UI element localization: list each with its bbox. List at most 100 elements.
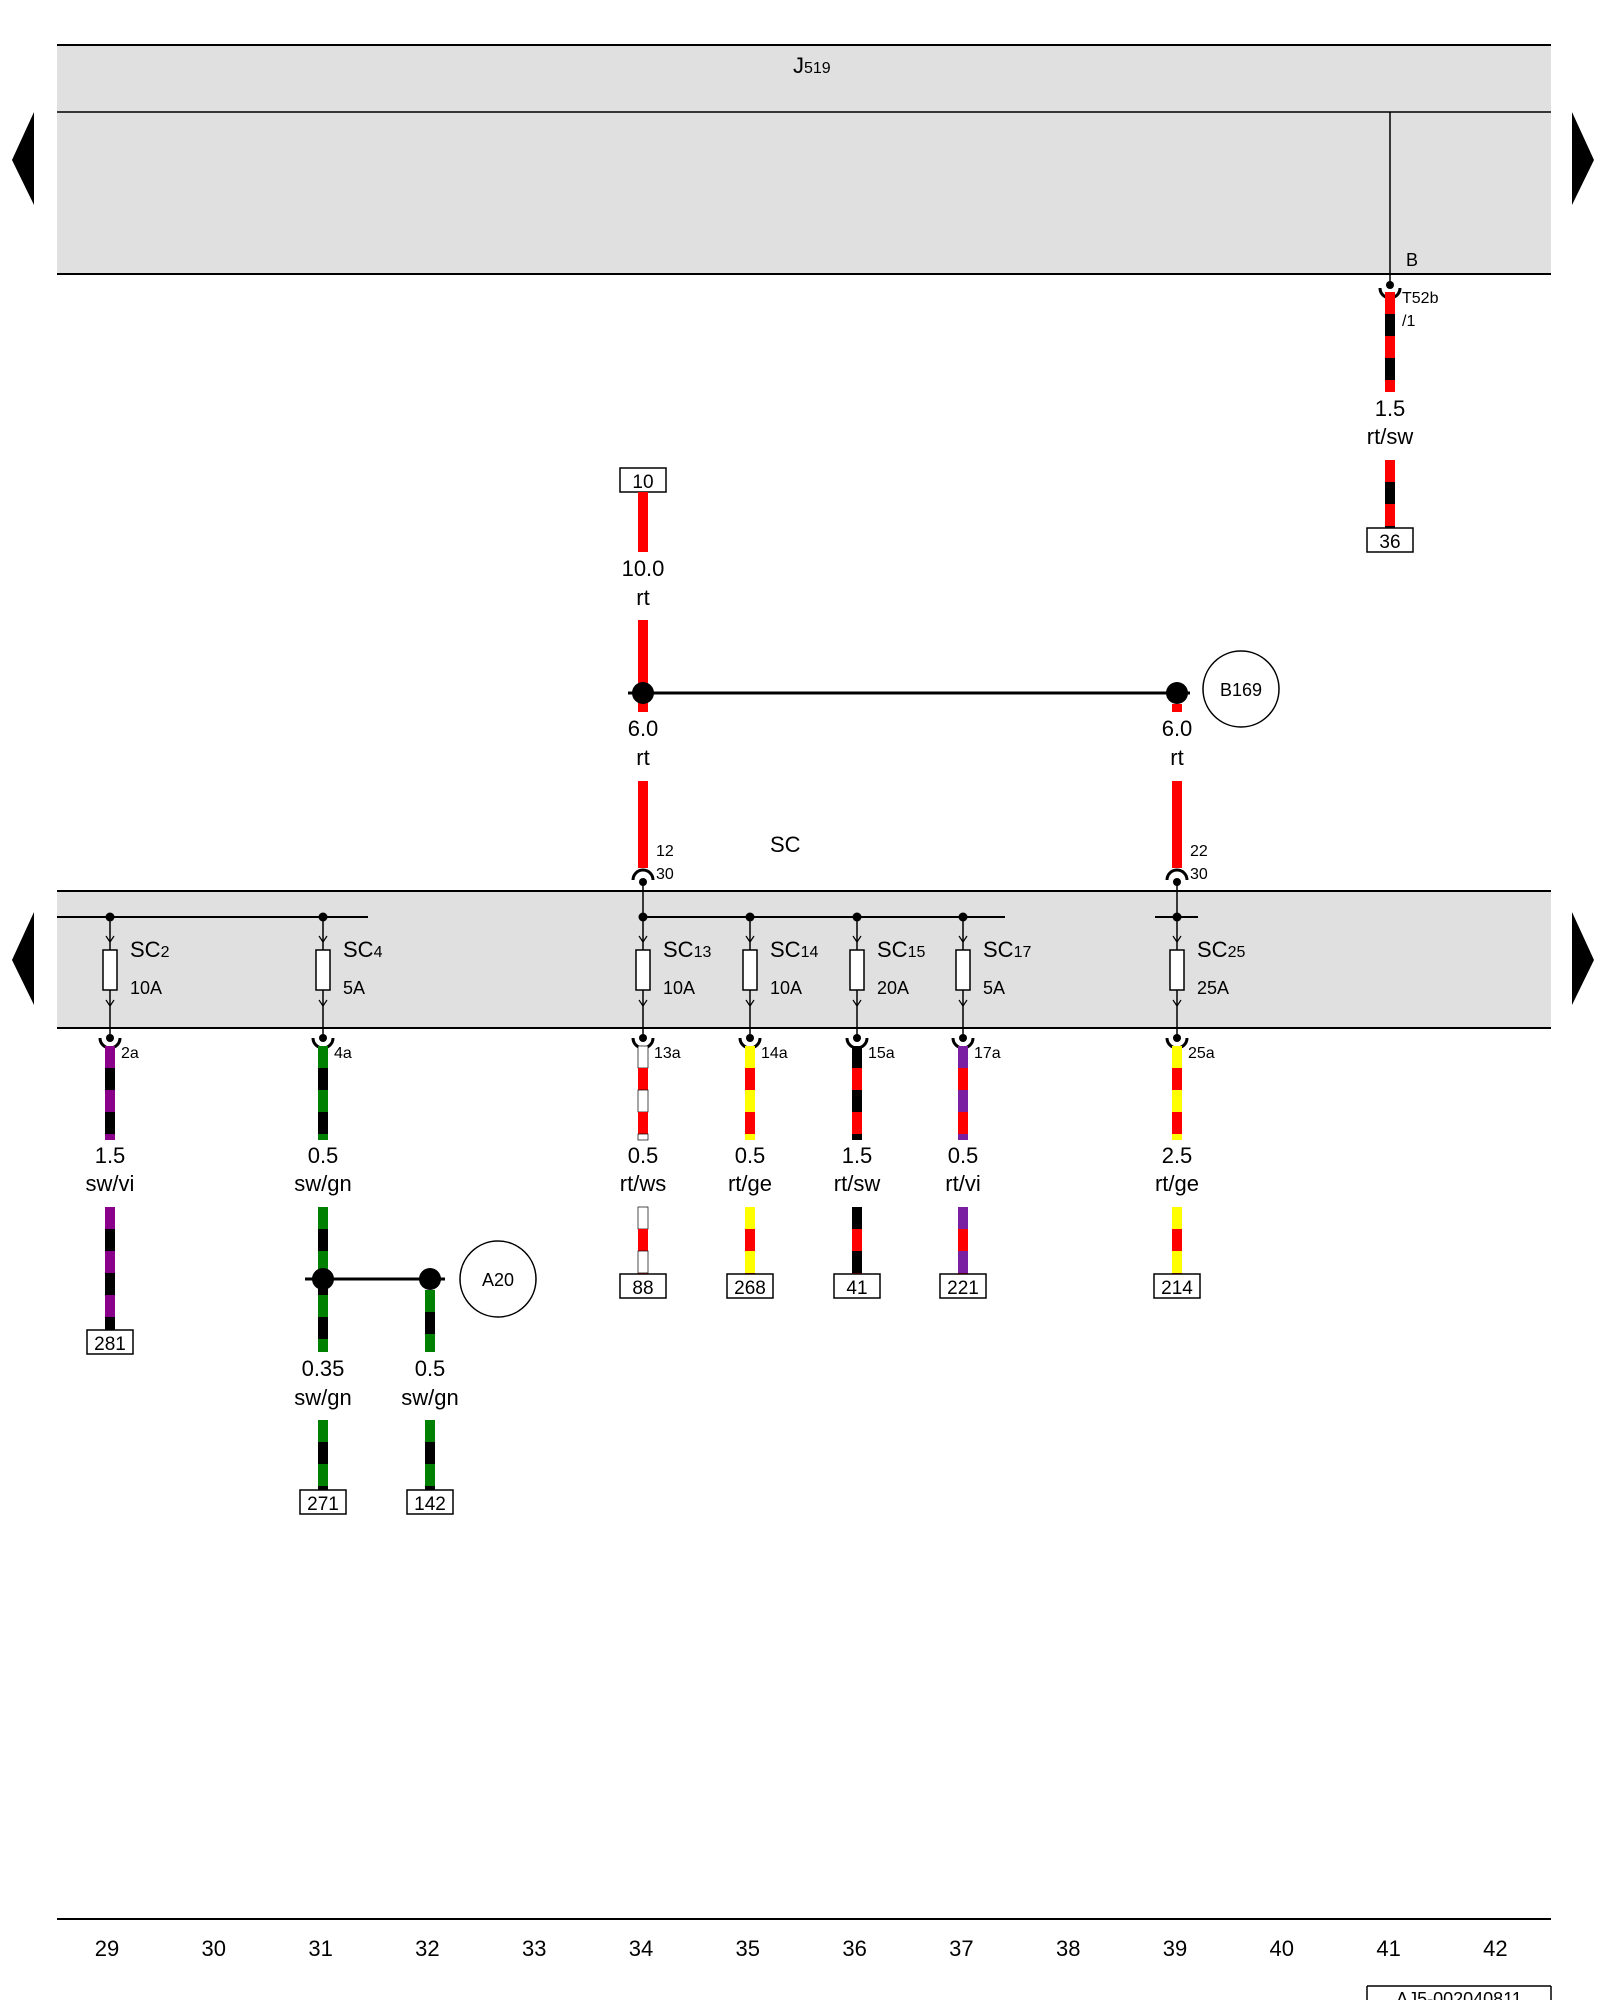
wire-size: 1.5 [1375, 396, 1406, 421]
ref-box[interactable] [406, 1489, 454, 1515]
splice-b169: B169 [628, 650, 1280, 728]
fuse-label: SC4 [343, 937, 383, 962]
wire-color: sw/gn [294, 1385, 351, 1410]
prev-page-arrow-top[interactable] [12, 112, 34, 205]
pin-label: 2a [121, 1045, 139, 1062]
ref-number: 214 [1161, 1278, 1193, 1299]
column-number: 41 [1376, 1936, 1400, 1961]
fuse-rating: 25A [1197, 978, 1229, 998]
wire-segment [958, 1207, 968, 1274]
column-number: 31 [308, 1936, 332, 1961]
fuse-label: SC17 [983, 937, 1031, 962]
wire-size: 1.5 [95, 1143, 126, 1168]
pin-label: 17a [974, 1045, 1001, 1062]
wire-color: rt [636, 585, 649, 610]
column-number: 37 [949, 1936, 973, 1961]
wire-size: 2.5 [1162, 1143, 1193, 1168]
wire-segment [852, 1046, 862, 1140]
wire-segment [1172, 1046, 1182, 1140]
wire-color: rt/ge [728, 1171, 772, 1196]
fuse-label: SC15 [877, 937, 925, 962]
fuse-label: SC14 [770, 937, 818, 962]
ref-box[interactable] [939, 1273, 987, 1299]
wire-color: rt [1170, 745, 1183, 770]
next-page-arrow-top[interactable] [1572, 112, 1594, 205]
feed-wire-left: 6.0 rt [628, 704, 659, 868]
fuse-rating: 20A [877, 978, 909, 998]
j519-output-wire: B T52b /1 1.5 rt/sw 36 [1366, 112, 1439, 553]
pin-label: 25a [1188, 1045, 1215, 1062]
connector-socket-icon [631, 868, 655, 881]
ref-box[interactable] [299, 1489, 347, 1515]
wire-size: 0.5 [735, 1143, 766, 1168]
ref-number: 142 [414, 1494, 446, 1515]
fuse-sc14[interactable]: SC14 10A [742, 912, 818, 1041]
input-terminal-12: 12 30 [631, 843, 674, 886]
fuse-rating: 5A [983, 978, 1005, 998]
ref-box[interactable] [1366, 527, 1414, 553]
splice-label: A20 [482, 1270, 514, 1290]
pin-label: 13a [654, 1045, 681, 1062]
fuse-symbol-icon [849, 949, 865, 991]
ref-box[interactable] [86, 1329, 134, 1355]
wire-size: 6.0 [628, 716, 659, 741]
wire-segment [1385, 460, 1395, 528]
pin-label: 15a [868, 1045, 895, 1062]
column-number: 39 [1163, 1936, 1187, 1961]
splice-node [1166, 682, 1188, 704]
svg-text:30: 30 [656, 866, 674, 883]
column-number: 30 [202, 1936, 226, 1961]
splice-node [312, 1268, 334, 1290]
svg-text:30: 30 [1190, 866, 1208, 883]
fuse-sc17[interactable]: SC17 5A [955, 912, 1031, 1041]
wire-size: 10.0 [622, 556, 665, 581]
svg-text:22: 22 [1190, 843, 1208, 860]
wire-color: sw/vi [86, 1171, 135, 1196]
wire-segment [958, 1046, 968, 1140]
wire-color: sw/gn [401, 1385, 458, 1410]
fuse-symbol-icon [315, 949, 331, 991]
ref-number: 281 [94, 1334, 126, 1355]
wire-segment [425, 1290, 435, 1352]
svg-text:12: 12 [656, 843, 674, 860]
fuse-rating: 10A [770, 978, 802, 998]
fuse-symbol-icon [1169, 949, 1185, 991]
wire-segment [745, 1207, 755, 1274]
wire-size: 0.5 [628, 1143, 659, 1168]
svg-text:AJ5-002040811: AJ5-002040811 [1396, 1989, 1522, 2000]
fuse-sc15[interactable]: SC15 20A [849, 912, 925, 1041]
wire-segment [745, 1046, 755, 1140]
wire-color: rt/sw [834, 1171, 881, 1196]
ref-box[interactable] [726, 1273, 774, 1299]
fuse-label: SC2 [130, 937, 170, 962]
next-page-arrow-bottom[interactable] [1572, 912, 1594, 1005]
pin-label-b: B [1406, 250, 1418, 270]
output-sc2: 2a 1.5 sw/vi 281 [86, 1034, 139, 1355]
fuse-symbol-icon [742, 949, 758, 991]
ref-number: 271 [307, 1494, 339, 1515]
main-supply-wire: 10 10.0 rt [619, 467, 667, 712]
branch-wire-w-sc4b: 0.5 sw/gn 142 [401, 1290, 459, 1515]
wire-segment [852, 1207, 862, 1274]
wire-size: 0.5 [415, 1356, 446, 1381]
ref-box[interactable] [619, 467, 667, 493]
column-number: 40 [1270, 1936, 1294, 1961]
ref-box[interactable] [619, 1273, 667, 1299]
column-number: 34 [629, 1936, 653, 1961]
ref-box[interactable] [833, 1273, 881, 1299]
splice-label-circle[interactable] [1202, 650, 1280, 728]
ref-box[interactable] [1153, 1273, 1201, 1299]
prev-page-arrow-bottom[interactable] [12, 912, 34, 1005]
splice-label-circle[interactable] [459, 1240, 537, 1318]
wire-color: sw/gn [294, 1171, 351, 1196]
ref-number: 221 [947, 1278, 979, 1299]
wire-size: 1.5 [842, 1143, 873, 1168]
